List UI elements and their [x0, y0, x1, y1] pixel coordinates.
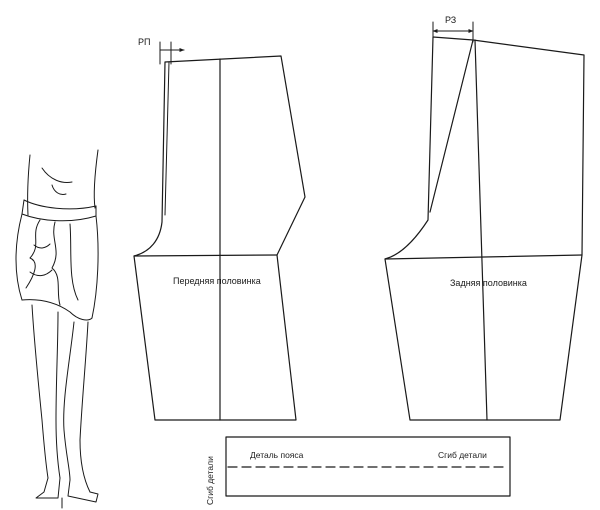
back-half-label: Задняя половинка	[450, 278, 527, 288]
front-hip-line	[133, 254, 278, 257]
back-half-outline	[384, 36, 585, 421]
front-allowance-label: РП	[138, 37, 150, 47]
waistband-outline	[225, 436, 511, 497]
back-hip-line	[384, 254, 583, 260]
front-half-pattern: РП Передняя половинка	[133, 37, 306, 421]
waistband-label: Деталь пояса	[250, 450, 304, 460]
waistband-pattern: Деталь пояса Сгиб детали Сгиб детали	[205, 436, 511, 505]
fold-piece-label: Сгиб детали	[438, 450, 487, 460]
fashion-figure	[15, 149, 99, 509]
back-grain-line	[474, 39, 488, 421]
fold-side-label: Сгиб детали	[205, 456, 215, 505]
back-allowance-label: РЗ	[445, 15, 456, 25]
front-half-label: Передняя половинка	[173, 276, 261, 286]
back-dart-line	[429, 39, 474, 213]
front-allowance-line	[164, 61, 170, 216]
front-half-outline	[133, 55, 306, 421]
back-half-pattern: РЗ Задняя половинка	[384, 15, 585, 421]
